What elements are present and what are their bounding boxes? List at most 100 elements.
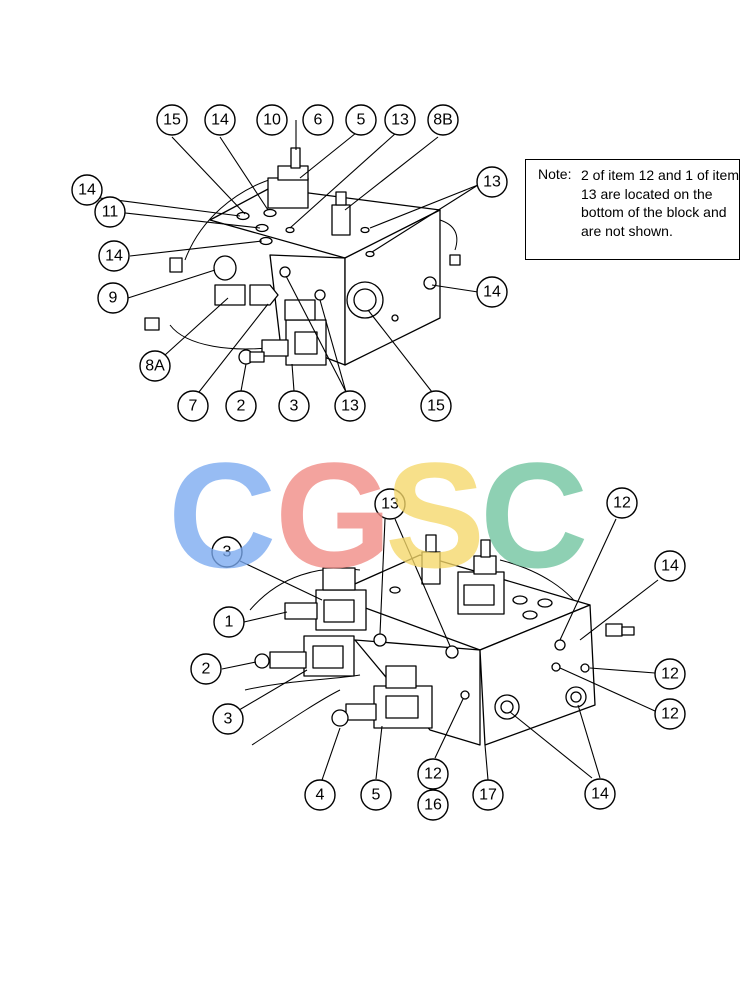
top-seal [285, 226, 295, 234]
callout-top-13: 13 [384, 104, 416, 136]
callout-bottom-12-right-1: 12 [654, 658, 686, 690]
svg-text:13: 13 [341, 398, 359, 415]
top-solenoid-stem [290, 147, 301, 169]
svg-text:5: 5 [357, 112, 366, 129]
bottom-top-seal [537, 598, 553, 608]
bottom-hole [460, 690, 470, 700]
bottom-knob-2 [254, 653, 270, 669]
bottom-leaders [221, 518, 659, 781]
callout-bottom-12-right-2: 12 [654, 698, 686, 730]
callout-bottom-14-top: 14 [654, 550, 686, 582]
bottom-solenoid-1-window [323, 599, 355, 623]
callout-top-14-left: 14 [71, 174, 103, 206]
bottom-assembly [244, 534, 635, 746]
svg-text:3: 3 [224, 711, 233, 728]
svg-text:13: 13 [391, 112, 409, 129]
bottom-knob-4 [331, 709, 349, 727]
watermark-letter-c1: C [168, 431, 277, 599]
top-connector-left-2 [144, 317, 160, 331]
bottom-top-solenoid-window [463, 584, 495, 606]
bottom-hole [551, 662, 561, 672]
svg-text:14: 14 [105, 248, 123, 265]
top-callouts: 15 14 10 6 5 13 8B 14 11 14 9 8A 7 2 3 1… [71, 104, 508, 422]
top-assembly [144, 147, 461, 366]
svg-text:7: 7 [189, 398, 198, 415]
top-seal [263, 208, 277, 218]
top-connector [449, 254, 461, 266]
svg-text:12: 12 [613, 495, 631, 512]
top-connector-left [169, 257, 183, 273]
top-switch-8b [331, 204, 351, 236]
svg-text:11: 11 [102, 204, 119, 221]
svg-text:14: 14 [483, 284, 501, 301]
bottom-hose-left [244, 674, 361, 691]
callout-bottom-5: 5 [360, 779, 392, 811]
svg-text:10: 10 [263, 112, 281, 129]
callout-top-5: 5 [345, 104, 377, 136]
top-seal [365, 250, 375, 258]
svg-text:17: 17 [479, 787, 497, 804]
bottom-hole [554, 639, 566, 651]
top-knob-stem [249, 351, 265, 363]
svg-text:3: 3 [290, 398, 299, 415]
bottom-seal-13 [445, 645, 459, 659]
bottom-solenoid-3-cap [385, 665, 417, 689]
svg-text:3: 3 [223, 544, 232, 561]
top-seal [360, 226, 370, 234]
bottom-top-solenoid-stem [480, 539, 491, 558]
top-fitting-8a [214, 284, 246, 306]
svg-text:14: 14 [78, 182, 96, 199]
callout-top-11: 11 [94, 196, 126, 228]
svg-text:12: 12 [424, 766, 442, 783]
callout-top-9: 9 [97, 282, 129, 314]
callout-top-8a: 8A [139, 350, 171, 382]
svg-text:15: 15 [427, 398, 445, 415]
callout-bottom-12-top: 12 [606, 487, 638, 519]
top-hose [184, 177, 276, 261]
bottom-solenoid-3-plunger [345, 703, 377, 721]
svg-text:2: 2 [202, 661, 211, 678]
callout-top-7: 7 [177, 390, 209, 422]
bottom-solenoid-2-plunger [269, 651, 307, 669]
bottom-top-seal [522, 610, 538, 620]
top-block-front-face [344, 209, 441, 366]
bottom-port-2-inner [570, 691, 582, 703]
bottom-port-inner [500, 700, 514, 714]
bottom-solenoid-1-cap [322, 567, 356, 591]
callout-bottom-3-top: 3 [211, 536, 243, 568]
svg-text:13: 13 [381, 496, 399, 513]
callout-top-13-right: 13 [476, 166, 508, 198]
bottom-hose-left-2 [251, 689, 341, 746]
top-port-inner [353, 288, 377, 312]
callout-top-8b: 8B [427, 104, 459, 136]
callout-top-14: 14 [204, 104, 236, 136]
bottom-connector-right [605, 623, 623, 637]
top-leaders [99, 120, 479, 393]
bottom-solenoid-2-window [312, 645, 344, 669]
svg-text:12: 12 [661, 706, 679, 723]
bottom-hole [580, 663, 590, 673]
note-label: Note: [538, 166, 572, 182]
callout-top-6: 6 [302, 104, 334, 136]
svg-text:5: 5 [372, 787, 381, 804]
bottom-connector-right-2 [621, 626, 635, 636]
callout-bottom-16: 16 [417, 789, 449, 821]
bottom-top-seal [512, 595, 528, 605]
top-wire-right [439, 219, 458, 251]
bottom-top-seal [389, 586, 401, 594]
svg-text:13: 13 [483, 174, 501, 191]
svg-text:9: 9 [109, 290, 118, 307]
callout-bottom-3: 3 [212, 703, 244, 735]
callout-top-13-bottom: 13 [334, 390, 366, 422]
svg-text:4: 4 [316, 787, 325, 804]
top-cap-9 [213, 255, 237, 281]
svg-text:15: 15 [163, 112, 181, 129]
note-box: Note: 2 of item 12 and 1 of item 13 are … [525, 159, 740, 260]
top-left-hole [314, 289, 326, 301]
top-nut-7 [249, 284, 279, 306]
top-hole [391, 314, 399, 322]
callout-bottom-17: 17 [472, 779, 504, 811]
svg-text:1: 1 [225, 614, 234, 631]
